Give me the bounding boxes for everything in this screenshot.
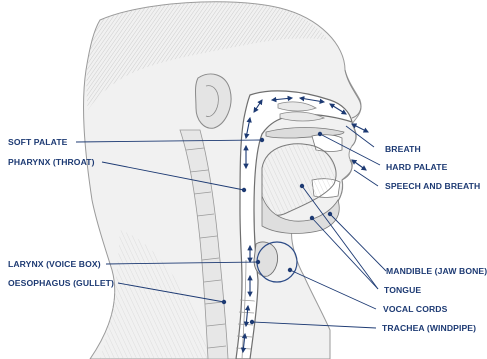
label-larynx: LARYNX (VOICE BOX) <box>8 259 101 269</box>
label-tongue: TONGUE <box>384 285 421 295</box>
leader-speech-breath <box>354 170 378 186</box>
label-speech-breath: SPEECH AND BREATH <box>385 181 480 191</box>
label-pharynx: PHARYNX (THROAT) <box>8 157 95 167</box>
label-oesophagus: OESOPHAGUS (GULLET) <box>8 278 114 288</box>
label-trachea: TRACHEA (WINDPIPE) <box>382 323 476 333</box>
label-hard-palate: HARD PALATE <box>386 162 447 172</box>
label-vocal-cords: VOCAL CORDS <box>383 304 447 314</box>
label-soft-palate: SOFT PALATE <box>8 137 68 147</box>
label-mandible: MANDIBLE (JAW BONE) <box>386 266 487 276</box>
leader-tongue-a <box>302 186 378 289</box>
label-breath: BREATH <box>385 144 421 154</box>
